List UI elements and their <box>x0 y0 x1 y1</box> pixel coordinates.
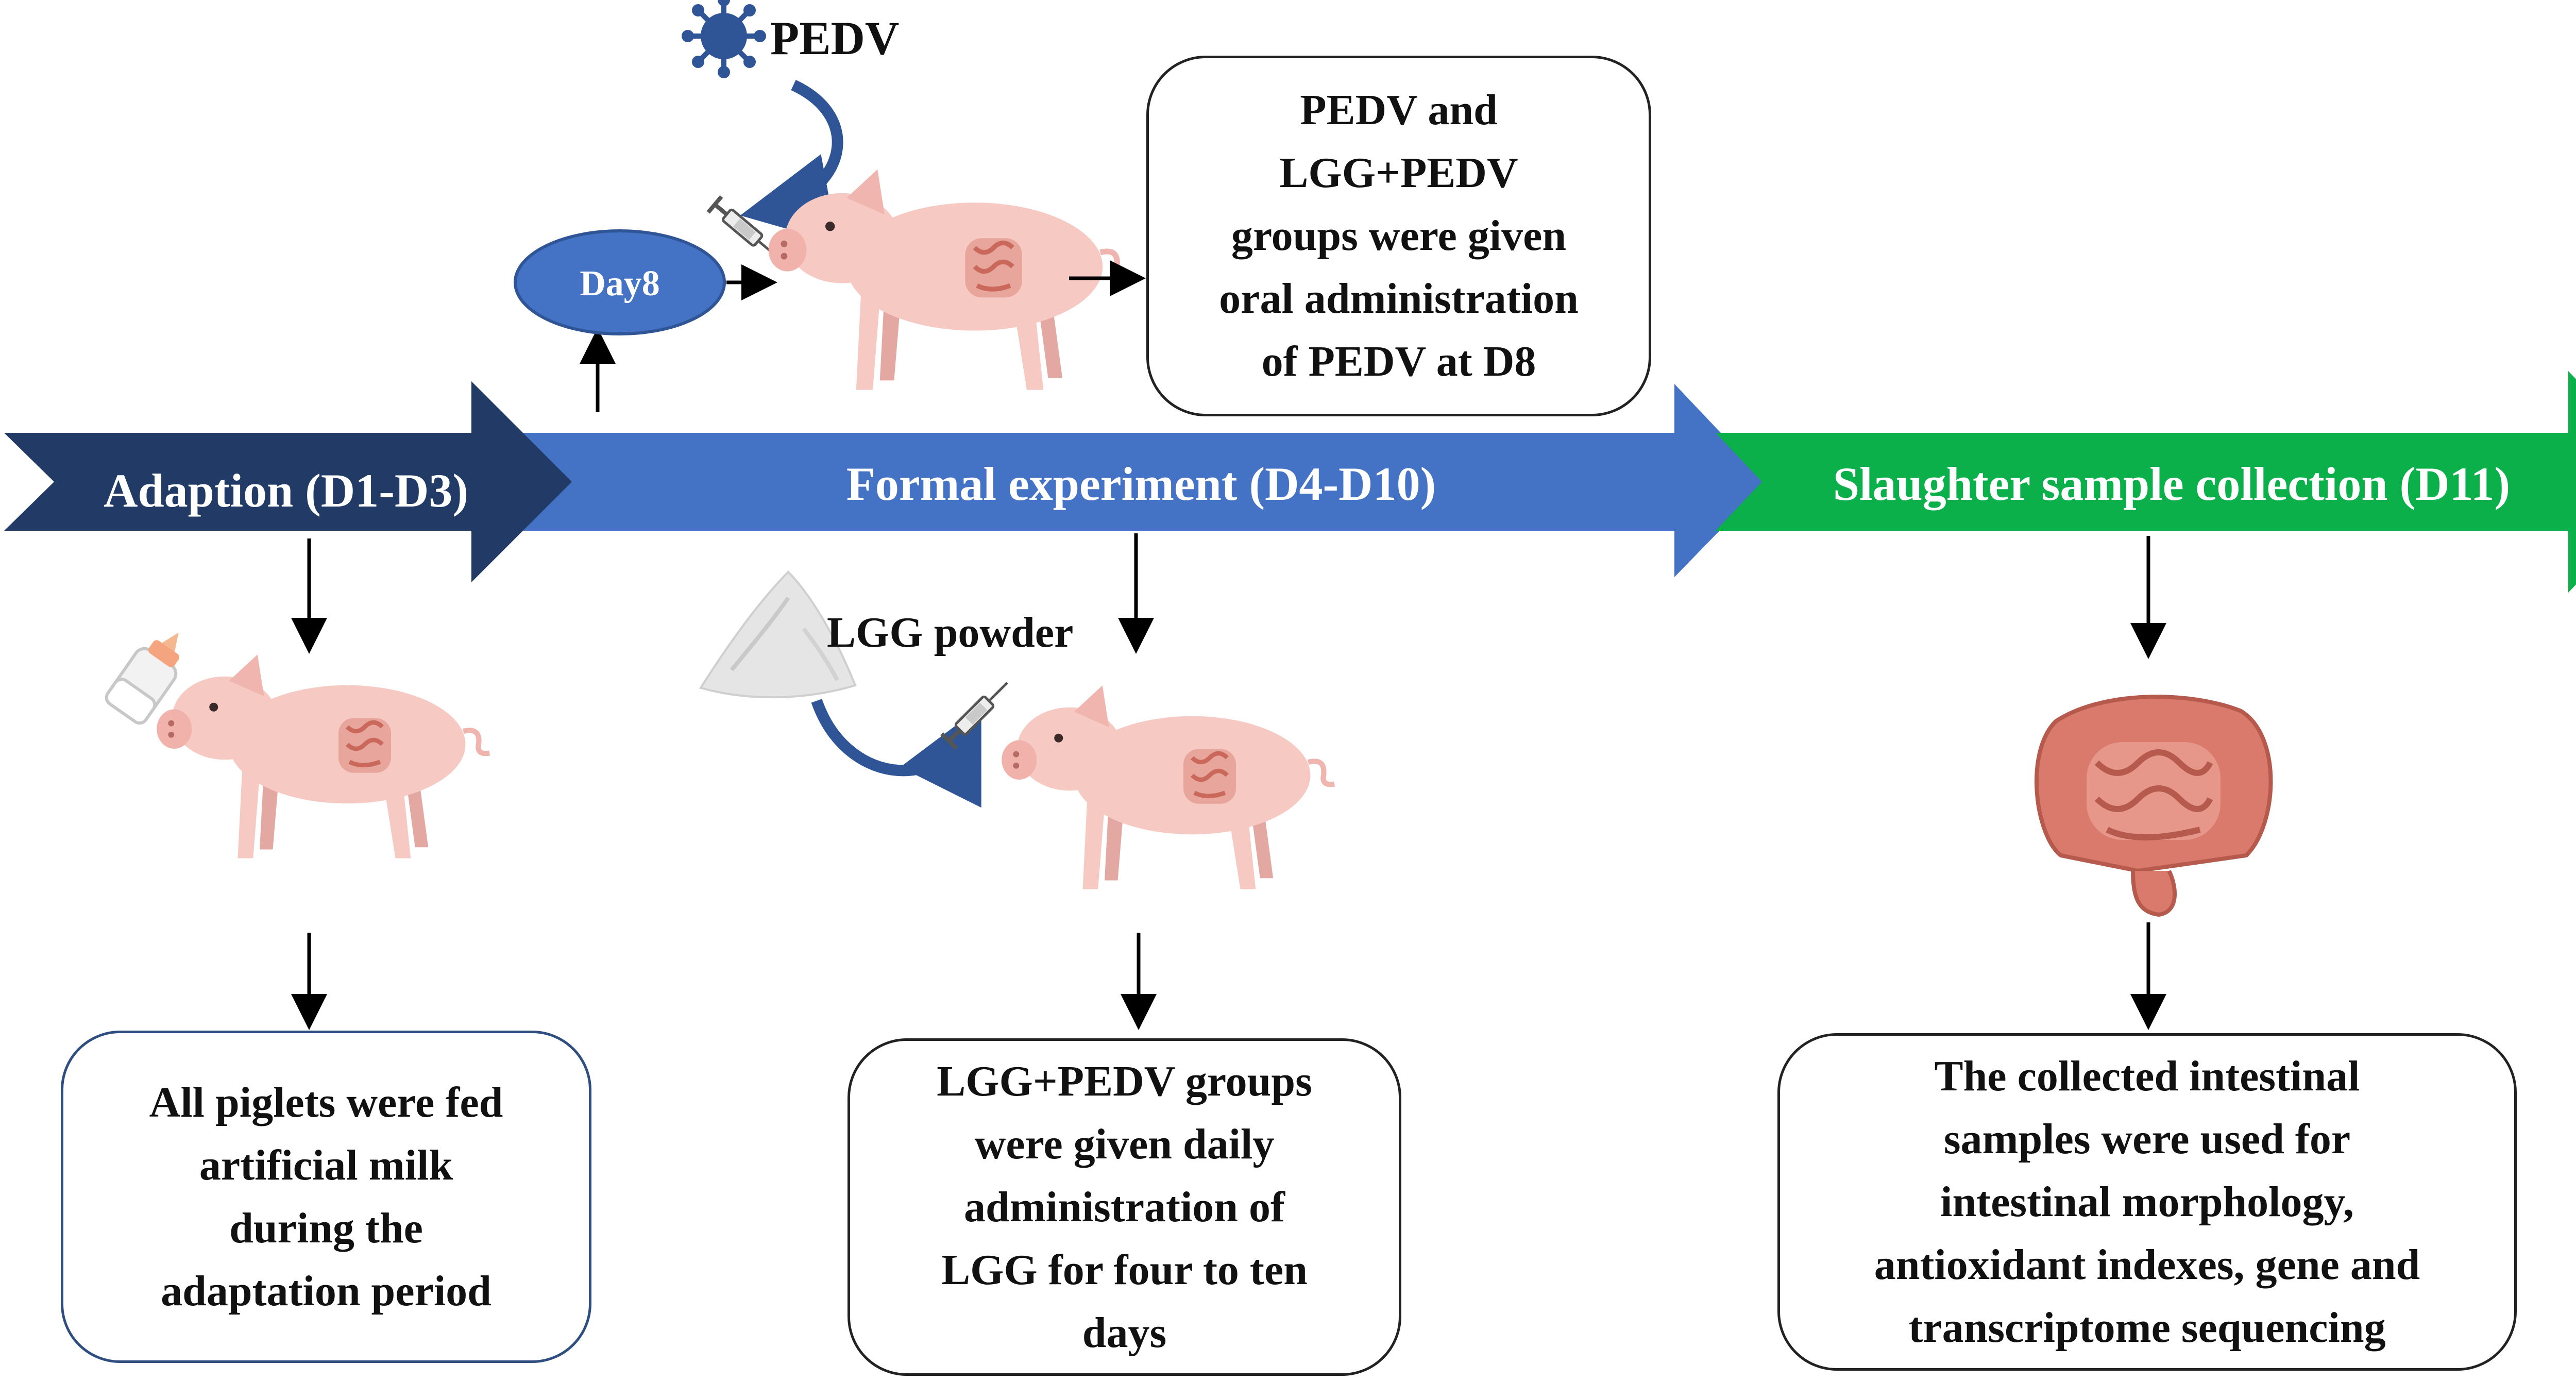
formal-phase-label: Formal experiment (D4-D10) <box>846 458 1436 510</box>
lgg-administration-box: LGG+PEDV groups were given daily adminis… <box>848 1038 1401 1376</box>
sample-collection-text: The collected intestinal samples were us… <box>1874 1052 2420 1352</box>
adaption-phase-arrow <box>4 381 572 582</box>
lgg-curved-arrow <box>811 699 981 808</box>
adaption-feeding-box: All piglets were fed artificial milk dur… <box>61 1031 591 1363</box>
day8-ellipse <box>514 229 726 335</box>
adaption-phase-label: Adaption (D1-D3) <box>104 464 468 517</box>
pedv-label: PEDV <box>770 12 899 64</box>
sample-collection-box: The collected intestinal samples were us… <box>1777 1033 2517 1371</box>
pedv-administration-box: PEDV and LGG+PEDV groups were given oral… <box>1146 56 1651 416</box>
day8-label: Day8 <box>580 264 660 304</box>
slaughter-phase-label: Slaughter sample collection (D11) <box>1833 458 2510 510</box>
lgg-syringe-icon <box>942 676 1014 748</box>
intestine-icon <box>2035 695 2273 917</box>
lgg-pig-icon <box>1002 685 1334 889</box>
pedv-administration-text: PEDV and LGG+PEDV groups were given oral… <box>1219 86 1579 385</box>
lgg-administration-text: LGG+PEDV groups were given daily adminis… <box>937 1057 1312 1357</box>
powder-pile-icon <box>699 570 857 699</box>
pedv-curved-arrow <box>740 80 843 244</box>
adaption-feeding-text: All piglets were fed artificial milk dur… <box>149 1078 503 1315</box>
adaption-pig-icon <box>157 654 489 858</box>
lgg-powder-label: LGG powder <box>827 609 1073 656</box>
milk-bottle-icon <box>105 632 180 725</box>
slaughter-phase-arrow <box>1716 371 2576 593</box>
formal-phase-arrow <box>495 384 1767 577</box>
virus-icon <box>682 0 766 78</box>
